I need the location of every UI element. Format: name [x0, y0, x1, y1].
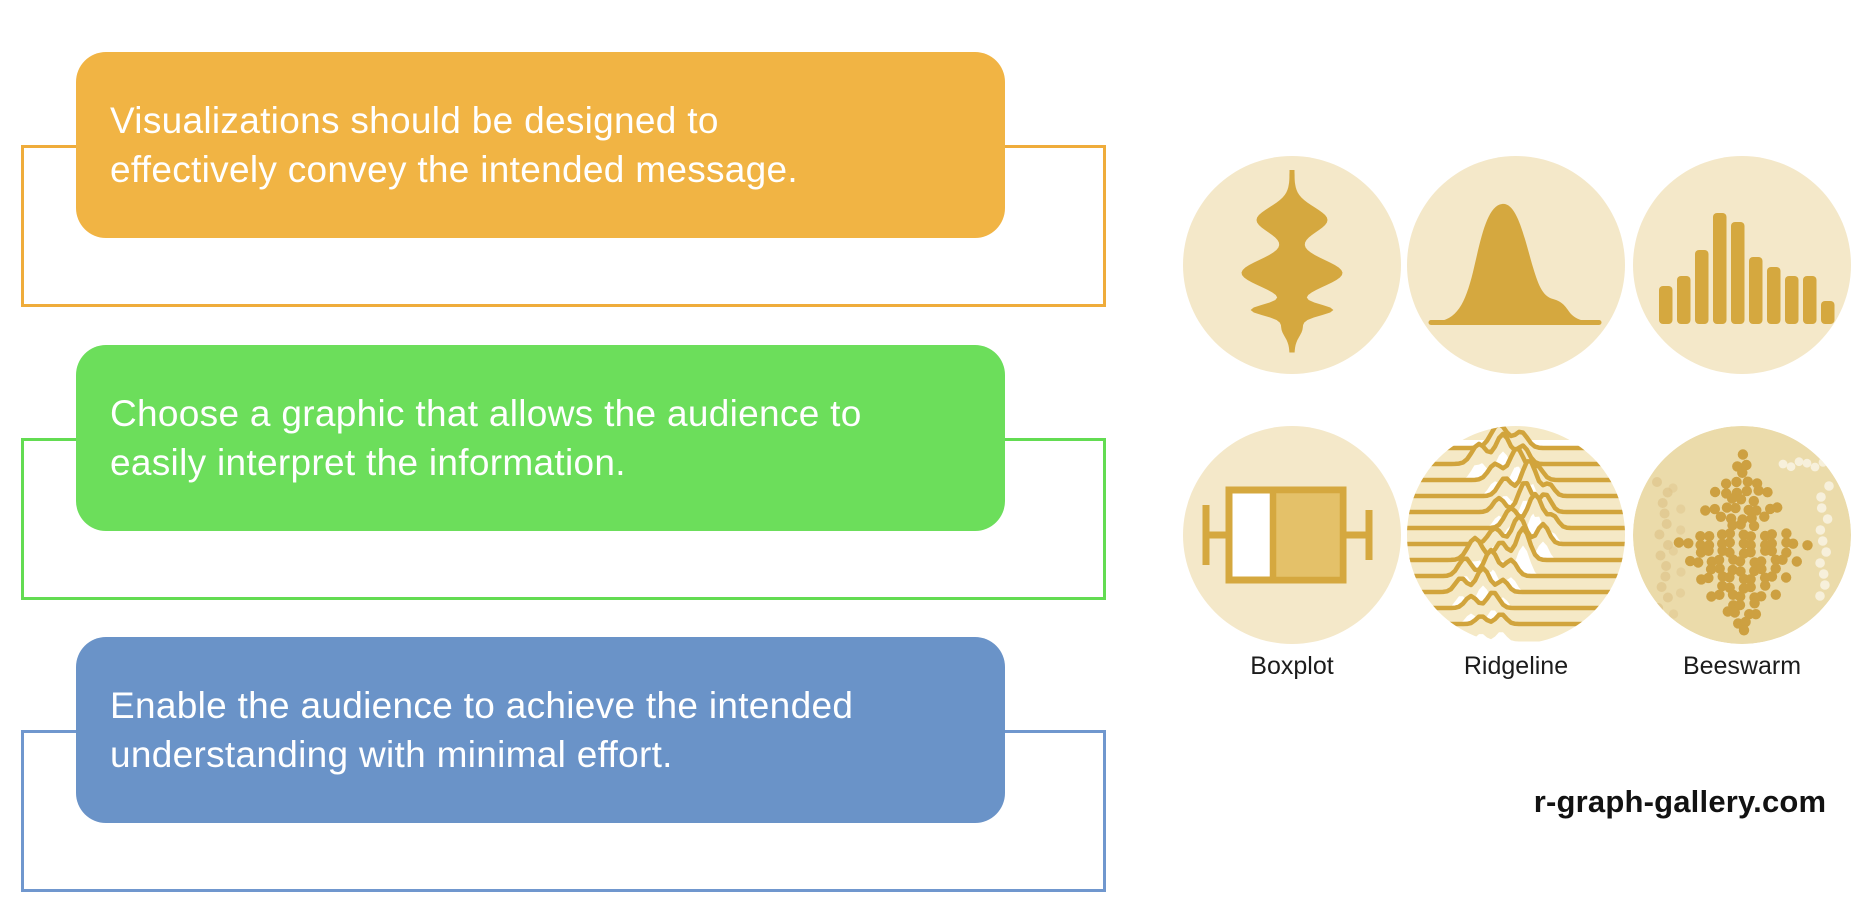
principle-3-card: Enable the audience to achieve the inten…: [76, 637, 1005, 823]
principle-2-line-2: easily interpret the information.: [110, 442, 626, 483]
principle-3-text: Enable the audience to achieve the inten…: [110, 681, 853, 779]
principle-2-text: Choose a graphic that allows the audienc…: [110, 389, 862, 487]
violin-plot-icon: [1183, 156, 1401, 374]
box-plot-icon: [1183, 426, 1401, 644]
principle-1-line-1: Visualizations should be designed to: [110, 100, 719, 141]
boxplot-label: Boxplot: [1250, 652, 1334, 680]
principle-2-line-1: Choose a graphic that allows the audienc…: [110, 393, 862, 434]
beeswarm-label: Beeswarm: [1682, 652, 1802, 680]
principle-1-line-2: effectively convey the intended message.: [110, 149, 799, 190]
ridgeline-label: Ridgeline: [1463, 652, 1569, 680]
beeswarm-plot-icon: [1633, 426, 1851, 644]
ridgeline-plot-icon: [1407, 426, 1625, 644]
principle-1-card: Visualizations should be designed to eff…: [76, 52, 1005, 238]
site-credit: r-graph-gallery.com: [1533, 784, 1827, 819]
density-plot-icon: [1407, 156, 1625, 374]
principle-2-card: Choose a graphic that allows the audienc…: [76, 345, 1005, 531]
histogram-icon: [1633, 156, 1851, 374]
principle-3-line-1: Enable the audience to achieve the inten…: [110, 685, 854, 726]
principle-3-line-2: understanding with minimal effort.: [110, 734, 673, 775]
principle-1-text: Visualizations should be designed to eff…: [110, 96, 798, 194]
